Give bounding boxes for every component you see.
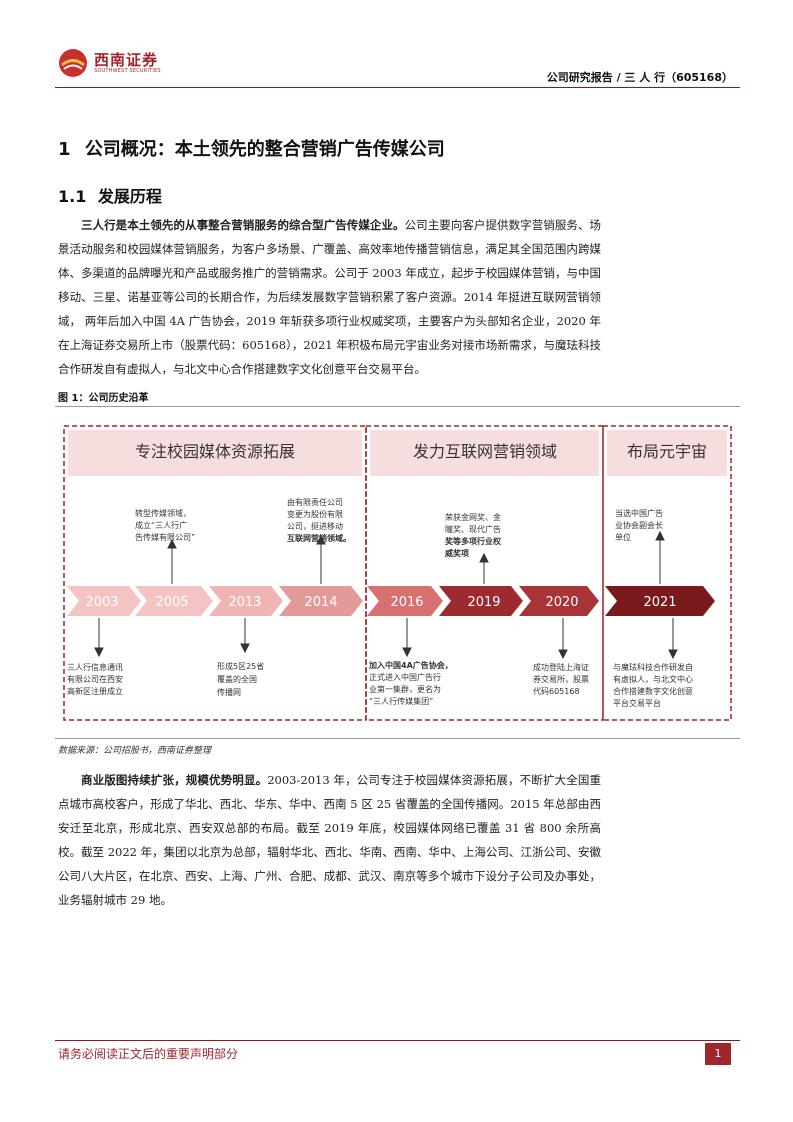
arrowhead-down-2003 [94,647,104,658]
page-number: 1 [705,1043,731,1065]
note-2013-line2: 覆盖的全国 [217,674,257,684]
note-2019-line2: 瞳奖、现代广告 [445,524,501,534]
note-2016-line4: “三人行传媒集团” [369,696,433,706]
note-2021a-line3: 单位 [615,532,631,542]
year-label-2013: 2013 [228,595,261,610]
phase-label-2: 发力互联网营销领域 [413,442,557,461]
arrowhead-down-2013 [240,643,250,654]
year-label-2019: 2019 [467,595,500,610]
year-chevron-2005 [135,586,213,616]
year-chevron-2013 [209,586,283,616]
paragraph-history: 三人行是本土领先的从事整合营销服务的综合型广告传媒企业。公司主要向客户提供数字营… [58,213,601,381]
arrowhead-down-2016 [402,647,412,658]
note-2003-line1: 三人行信息通讯 [67,662,123,672]
phase-band-3 [607,430,727,476]
figure-divider-top [55,406,740,407]
footer-disclaimer: 请务必阅读正文后的重要声明部分 [58,1047,239,1061]
section-title: 公司概况：本土领先的整合营销广告传媒公司 [84,139,445,160]
note-2005-line3: 告传媒有限公司” [135,532,195,542]
paragraph-expansion: 商业版图持续扩张，规模优势明显。2003-2013 年，公司专注于校园媒体资源拓… [58,768,601,912]
note-2021b-line4: 平台交易平台 [613,698,661,708]
note-2021a-line1: 当选中国广告 [615,508,663,518]
arrowhead-up-2021 [655,530,665,541]
year-chevron-2016 [367,586,443,616]
year-chevron-2020 [519,586,599,616]
logo-chinese-name: 西南证券 [94,51,159,69]
note-2019-line1: 荣获金网奖、金 [445,512,501,522]
header-divider [55,87,740,88]
note-2003-line3: 高新区注册成立 [67,686,123,696]
note-2020-line1: 成功登陆上海证 [533,662,589,672]
phase-band-2 [370,430,599,476]
section-number: 1 [58,139,71,160]
logo-emblem-icon [59,49,87,77]
note-2019-line3: 奖等多项行业权 [445,536,502,546]
phase-label-1: 专注校园媒体资源拓展 [135,442,295,461]
phase-band-1 [68,430,362,476]
note-2016-line2: 正式进入中国广告行 [369,672,441,682]
year-label-2021: 2021 [643,595,676,610]
note-2020-line3: 代码605168 [533,686,580,696]
timeline-svg: 专注校园媒体资源拓展 发力互联网营销领域 布局元宇宙 2003 2005 201… [63,425,732,721]
note-2021b-line1: 与魔珐科技合作研发自 [613,662,693,672]
arrowhead-down-2020 [558,649,568,660]
paragraph-body: 2003-2013 年，公司专注于校园媒体资源拓展，不断扩大全国重点城市高校客户… [58,773,602,907]
year-label-2014: 2014 [304,595,337,610]
phase-label-3: 布局元宇宙 [627,442,707,461]
note-2021b-line3: 合作搭建数字文化创意 [613,686,693,696]
subsection-heading: 1.1 发展历程 [58,183,162,207]
note-2016-line1: 加入中国4A广告协会， [368,660,453,670]
note-2021a-line2: 业协会副会长 [615,520,663,530]
arrowhead-up-2014 [316,534,326,545]
year-chevron-2014 [279,586,363,616]
note-2016-line3: 业第一集群，更名为 [369,684,441,694]
paragraph-lead: 三人行是本土领先的从事整合营销服务的综合型广告传媒企业。 [81,218,405,232]
figure-divider-bottom [55,738,740,739]
year-label-2016: 2016 [390,595,423,610]
logo-english-name: SOUTHWEST SECURITIES [94,68,161,74]
figure-title: 图 1：公司历史沿革 [58,393,149,404]
timeline-figure: 专注校园媒体资源拓展 发力互联网营销领域 布局元宇宙 2003 2005 201… [55,412,740,732]
note-2014-line3: 公司，挺进移动 [287,521,343,531]
paragraph-body: 公司主要向客户提供数字营销服务、场景活动服务和校园媒体营销服务，为客户多场景、广… [58,218,602,376]
note-2013-line3: 传播网 [217,687,241,697]
report-title: 公司研究报告 / 三 人 行（605168） [546,71,733,84]
phase-frame-3 [602,425,732,721]
note-2014-line2: 变更为股份有限 [287,509,343,519]
note-2020-line2: 券交易所，股票 [533,674,589,684]
note-2005-line2: 成立“三人行广 [135,520,187,530]
year-label-2020: 2020 [545,595,578,610]
note-2019-line4: 威奖项 [445,548,469,558]
subsection-number: 1.1 [58,187,87,206]
note-2014-line1: 由有限责任公司 [287,497,343,507]
year-label-2005: 2005 [155,595,188,610]
note-2014-line4: 互联网营销领域。 [287,533,351,543]
note-2003-line2: 有限公司在西安 [67,674,123,684]
year-label-2003: 2003 [85,595,118,610]
paragraph-lead: 商业版图持续扩张，规模优势明显。 [81,773,268,787]
year-chevron-2003 [67,586,141,616]
footer-divider [55,1040,740,1041]
arrowhead-down-2021 [668,649,678,660]
note-2021b-line2: 有虚拟人，与北文中心 [613,674,693,684]
section-heading: 1 公司概况：本土领先的整合营销广告传媒公司 [58,135,445,161]
figure-source: 数据来源：公司招股书，西南证券整理 [58,746,212,756]
year-chevron-2021 [605,586,715,616]
note-2013-line1: 形成5区25省 [217,661,264,671]
arrowhead-up-2005 [167,538,177,549]
company-logo: 西南证券 SOUTHWEST SECURITIES [58,48,161,78]
year-chevron-2019 [439,586,523,616]
subsection-title: 发展历程 [97,187,162,206]
note-2005-line1: 转型传媒领域， [135,508,191,518]
arrowhead-up-2019 [479,552,489,563]
